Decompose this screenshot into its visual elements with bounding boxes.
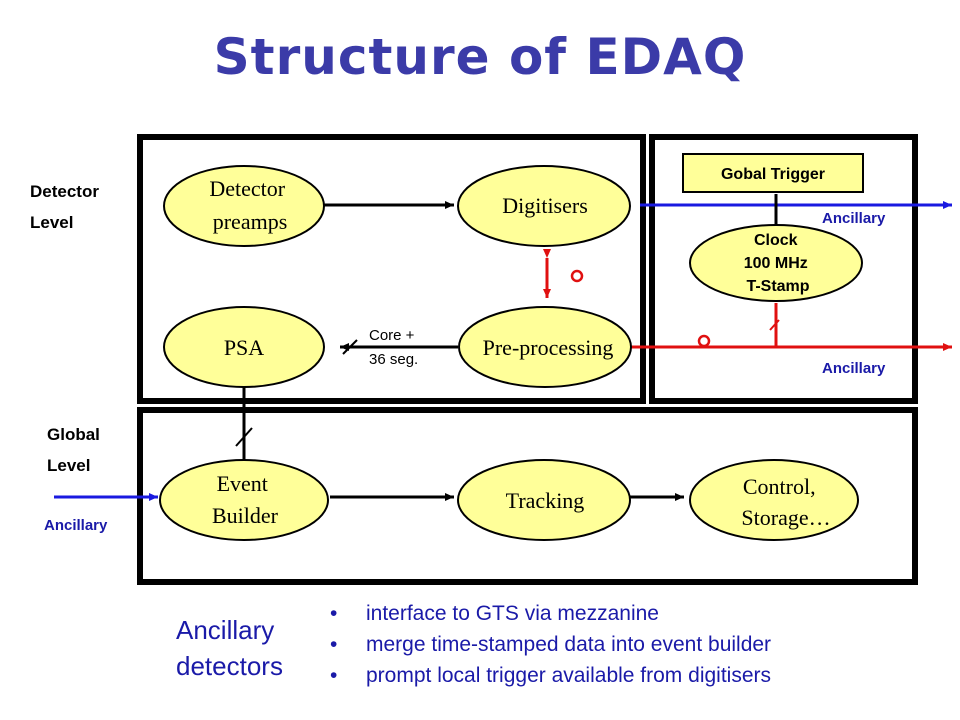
trigger-box <box>649 134 918 404</box>
tracking-label: Tracking <box>506 488 585 513</box>
clock-red-tick <box>769 319 780 331</box>
digitisers-link-node <box>570 269 584 283</box>
preprocessing-label: Pre-processing <box>483 335 614 360</box>
control-storage-node <box>689 459 859 541</box>
ancillary-label-top: Ancillary <box>822 210 886 227</box>
bullet-text: merge time-stamped data into event build… <box>366 633 772 656</box>
psa-link-tick <box>342 339 358 355</box>
core-seg-label: Core + 36 seg. <box>369 327 419 368</box>
preprocessing-node <box>458 306 632 388</box>
bullet-text: prompt local trigger available from digi… <box>366 664 771 687</box>
ancillary-detectors-heading: Ancillary detectors <box>176 612 316 684</box>
bullet-item: • merge time-stamped data into event buil… <box>330 629 771 660</box>
bullet-item: • prompt local trigger available from dig… <box>330 660 771 691</box>
bullet-item: • interface to GTS via mezzanine <box>330 598 771 629</box>
detector-preamps-label: Detector preamps <box>209 176 290 234</box>
ancillary-detectors-line-2: detectors <box>176 651 283 681</box>
event-link-tick <box>235 427 253 447</box>
ancillary-label-left: Ancillary <box>44 517 108 534</box>
digitisers-node <box>457 165 631 247</box>
global-trigger-label: Gobal Trigger <box>721 166 825 183</box>
tracking-node <box>457 459 631 541</box>
ancillary-bullet-list: • interface to GTS via mezzanine • merge t… <box>330 598 771 691</box>
psa-node <box>163 306 325 388</box>
bullet-icon: • <box>330 602 338 625</box>
bullet-text: interface to GTS via mezzanine <box>366 602 659 625</box>
detector-level-box <box>137 134 646 404</box>
detector-level-label: Detector Level <box>30 182 104 232</box>
bullet-icon: • <box>330 633 338 656</box>
clock-node <box>689 224 863 302</box>
psa-label: PSA <box>224 335 264 360</box>
page-title: Structure of EDAQ <box>213 28 747 86</box>
global-level-label: Global Level <box>47 425 105 475</box>
global-trigger-box <box>682 153 864 193</box>
event-builder-node <box>159 459 329 541</box>
ancillary-label-right: Ancillary <box>822 360 886 377</box>
detector-preamps-node <box>163 165 325 247</box>
digitisers-label: Digitisers <box>502 193 588 218</box>
bullet-icon: • <box>330 664 338 687</box>
control-storage-label: Control, Storage… <box>741 474 830 530</box>
event-builder-label: Event Builder <box>212 471 279 528</box>
ancillary-detectors-line-1: Ancillary <box>176 615 275 645</box>
clock-label: Clock 100 MHz T-Stamp <box>744 232 812 295</box>
ancillary-red-node <box>697 334 711 348</box>
